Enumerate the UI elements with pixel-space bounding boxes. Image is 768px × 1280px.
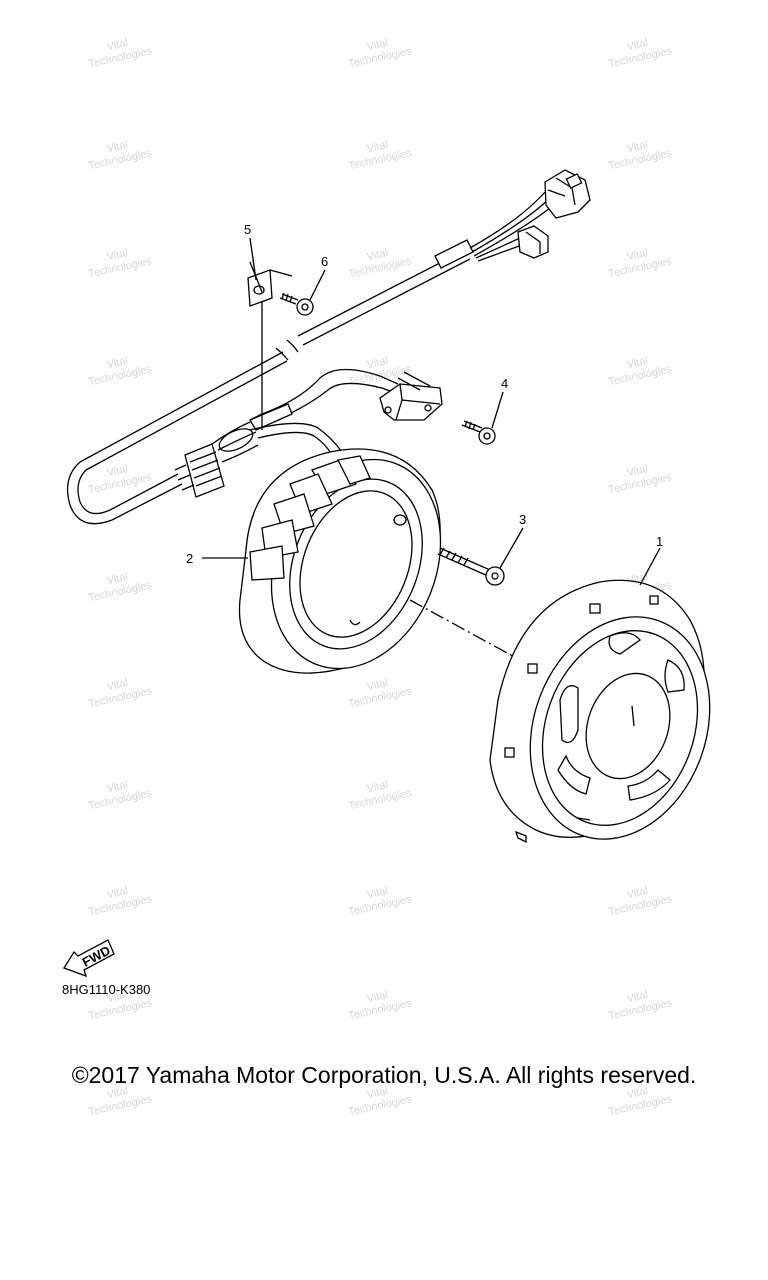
connector-large: [544, 169, 591, 219]
watermark-line: Vital: [626, 355, 649, 371]
wire-harness: [66, 169, 591, 525]
watermark-line: Vital: [106, 247, 129, 263]
watermark-line: Vital: [366, 247, 389, 263]
watermark-line: Vital: [106, 139, 129, 155]
part-6-screw: [279, 292, 314, 316]
watermark-line: Vital: [366, 139, 389, 155]
watermark-line: Vital: [626, 885, 649, 901]
watermark-line: Vital: [626, 989, 649, 1005]
watermark-line: Vital: [626, 37, 649, 53]
svg-text:FWD: FWD: [80, 943, 113, 970]
callout-3: 3: [519, 512, 526, 527]
watermark-line: Vital: [366, 677, 389, 693]
watermark-line: Vital: [106, 571, 129, 587]
watermark-line: Vital: [366, 885, 389, 901]
callout-2: 2: [186, 551, 193, 566]
watermark-line: Vital: [366, 989, 389, 1005]
watermark-line: Vital: [366, 779, 389, 795]
watermark-line: Vital: [106, 1085, 129, 1101]
callout-4: 4: [501, 376, 508, 391]
watermark-line: Vital: [626, 139, 649, 155]
part-4-screw: [461, 420, 496, 445]
watermark-line: Vital: [626, 463, 649, 479]
callout-5: 5: [244, 222, 251, 237]
watermark-line: Vital: [106, 779, 129, 795]
callout-1: 1: [656, 534, 663, 549]
connector-small: [517, 225, 549, 259]
part-3-bolt: [437, 547, 505, 586]
callout-6: 6: [321, 254, 328, 269]
watermark-line: Vital: [106, 885, 129, 901]
copyright-notice: ©2017 Yamaha Motor Corporation, U.S.A. A…: [71, 1062, 697, 1088]
watermark-line: Vital: [366, 1085, 389, 1101]
watermark-line: Vital: [626, 247, 649, 263]
fwd-arrow-icon: FWD: [63, 939, 115, 978]
part-2-stator: [238, 448, 442, 674]
watermark-line: Vital: [366, 37, 389, 53]
callouts: 1 2 3 4 5 6: [186, 222, 663, 586]
part-code: 8HG1110-K380: [62, 982, 150, 997]
watermark-line: Vital: [626, 1085, 649, 1101]
part-1-rotor: [489, 579, 711, 844]
watermark-line: Vital: [366, 355, 389, 371]
harness-junction: [174, 421, 259, 498]
watermark-line: Vital: [106, 989, 129, 1005]
watermark-line: Vital: [106, 677, 129, 693]
watermark-line: Vital: [106, 37, 129, 53]
part-4-pickup-coil: [379, 371, 443, 421]
watermark-line: Vital: [106, 355, 129, 371]
watermark-line: Vital: [106, 463, 129, 479]
